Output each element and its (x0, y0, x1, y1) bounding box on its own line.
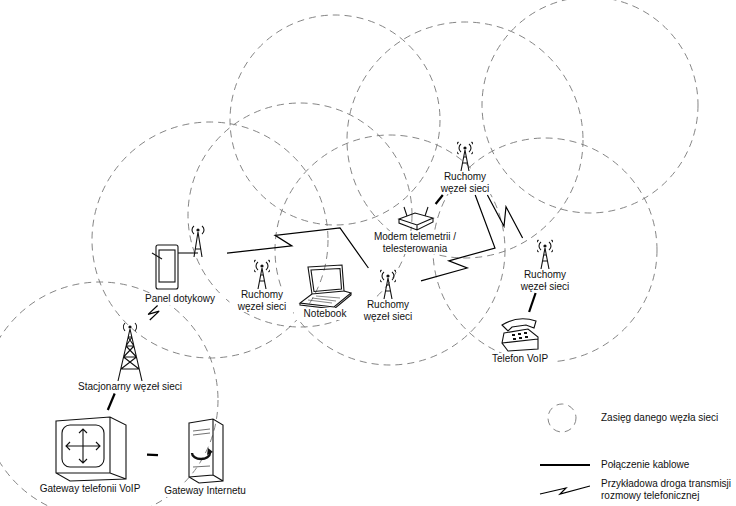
cable-connection (529, 293, 536, 312)
node-label: Ruchomy węzeł sieci (513, 269, 577, 292)
node-label: Ruchomy węzeł sieci (433, 171, 497, 194)
antenna-node: Ruchomy węzeł sieci (229, 258, 295, 313)
panel-node: Panel dotykowy (133, 222, 227, 306)
gwinet-icon (183, 417, 228, 485)
antenna-icon (380, 269, 396, 299)
range-circle (230, 15, 440, 225)
node-label: Modem telemetrii / telesterowania (366, 231, 464, 254)
legend-wireless-sample (540, 486, 590, 494)
modem-icon (395, 205, 435, 231)
legend-cable-sample (540, 464, 590, 466)
modem-node: Modem telemetrii / telesterowania (365, 204, 465, 255)
legend-text: Zasięg danego węzła sieci (600, 412, 736, 424)
node-label: Ruchomy węzeł sieci (230, 289, 294, 312)
transmission-path (227, 228, 368, 268)
notebook-icon (298, 263, 353, 308)
range-circle (482, 0, 698, 213)
phone-icon (498, 313, 543, 353)
node-label: Gateway telefonii VoIP (34, 483, 146, 495)
gwvoip-icon (50, 411, 130, 483)
cable-connection (147, 454, 158, 457)
tower-icon (110, 321, 150, 381)
legend-text: Przykładowa droga transmisji rozmowy tel… (600, 478, 736, 502)
gwinet-node: Gateway Internetu (158, 416, 252, 498)
node-label: Telefon VoIP (484, 353, 556, 365)
panel-icon (150, 223, 210, 293)
range-circle (433, 138, 657, 362)
tower-node: Stacjonarny węzeł sieci (73, 320, 187, 394)
node-label: Panel dotykowy (134, 293, 226, 305)
transmission-path (487, 195, 522, 238)
range-circle (347, 22, 583, 258)
antenna-icon (537, 239, 553, 269)
antenna-node: Ruchomy węzeł sieci (512, 238, 578, 293)
antenna-node: Ruchomy węzeł sieci (355, 268, 421, 323)
notebook-node: Notebook (293, 262, 357, 321)
node-label: Gateway Internetu (159, 485, 251, 497)
cable-connection (108, 394, 115, 411)
antenna-icon (254, 259, 270, 289)
antenna-node: Ruchomy węzeł sieci (432, 140, 498, 195)
antenna-icon (457, 141, 473, 171)
legend-text: Połączenie kablowe (600, 459, 736, 471)
legend-range-sample (548, 404, 576, 432)
range-circle (275, 135, 505, 365)
gwvoip-node: Gateway telefonii VoIP (33, 410, 147, 496)
transmission-path (148, 306, 159, 321)
cable-connection (436, 195, 443, 204)
range-circle (0, 282, 218, 506)
node-label: Ruchomy węzeł sieci (356, 299, 420, 322)
node-label: Stacjonarny węzeł sieci (74, 381, 186, 393)
phone-node: Telefon VoIP (483, 312, 557, 366)
range-circle (92, 122, 328, 358)
node-label: Notebook (294, 308, 356, 320)
